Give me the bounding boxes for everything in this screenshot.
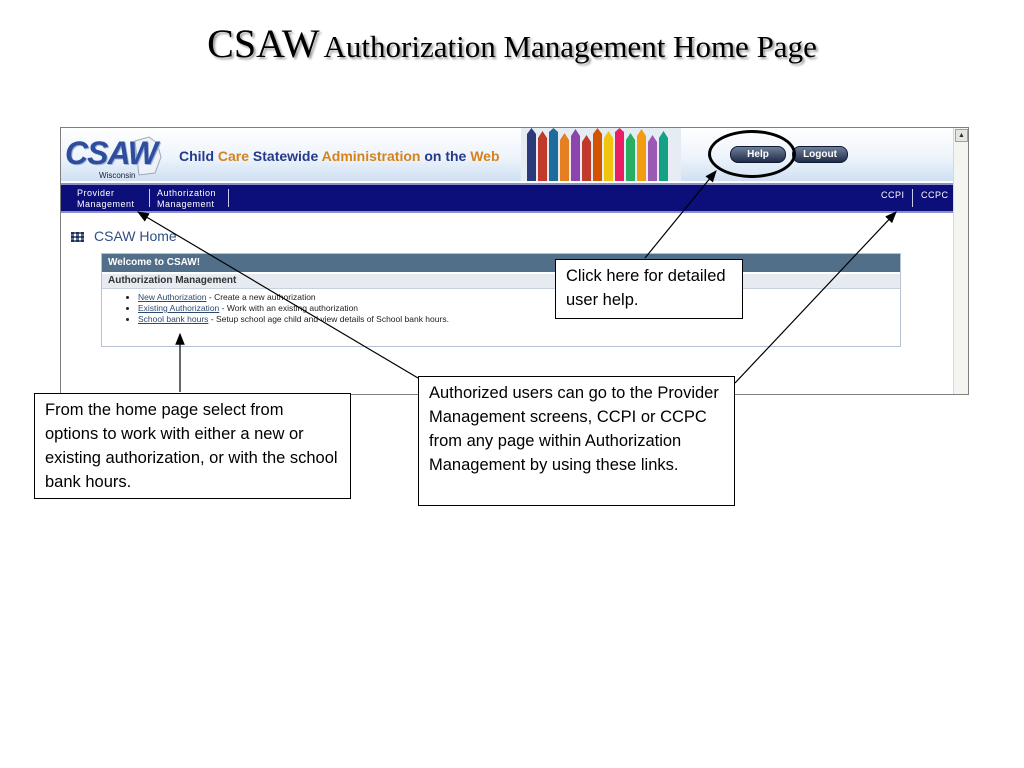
page-heading-text: CSAW Home	[94, 228, 177, 244]
tagline-word: Web	[470, 148, 500, 164]
tagline-word: Care	[217, 148, 253, 164]
nav-label-line: Management	[157, 199, 215, 209]
help-callout: Click here for detailed user help.	[555, 259, 743, 319]
new-authorization-link[interactable]: New Authorization	[138, 292, 207, 302]
crayons-image	[521, 128, 681, 181]
grid-icon	[71, 232, 84, 243]
link-description: - Create a new authorization	[206, 292, 316, 302]
nav-divider	[228, 189, 229, 207]
nav-label-line: Management	[77, 199, 135, 209]
top-nav-bar: Provider Management Authorization Manage…	[61, 183, 953, 213]
nav-ccpc[interactable]: CCPC	[921, 190, 949, 200]
nav-label-line: Provider	[77, 188, 115, 198]
nav-label-line: Authorization	[157, 188, 217, 198]
app-screenshot: CSAW Wisconsin Child Care Statewide Admi…	[60, 127, 969, 395]
list-item: Existing Authorization - Work with an ex…	[138, 303, 900, 314]
link-description: - Setup school age child and view detail…	[208, 314, 449, 324]
slide-title: CSAW Authorization Management Home Page	[0, 20, 1024, 67]
link-description: - Work with an existing authorization	[219, 303, 359, 313]
logo-subtitle: Wisconsin	[99, 171, 136, 180]
authorization-options-list: New Authorization - Create a new authori…	[102, 292, 900, 325]
nav-divider	[912, 189, 913, 207]
list-item: School bank hours - Setup school age chi…	[138, 314, 900, 325]
home-options-callout: From the home page select from options t…	[34, 393, 351, 499]
wisconsin-map-icon	[134, 136, 162, 176]
nav-authorization-management[interactable]: Authorization Management	[157, 188, 216, 210]
page-heading: CSAW Home	[71, 228, 177, 244]
logout-button[interactable]: Logout	[792, 146, 848, 163]
slide-title-main: CSAW	[207, 21, 320, 66]
nav-divider	[149, 189, 150, 207]
list-item: New Authorization - Create a new authori…	[138, 292, 900, 303]
school-bank-hours-link[interactable]: School bank hours	[138, 314, 209, 324]
tagline-word: Statewide	[252, 148, 322, 164]
tagline-word: on the	[424, 148, 471, 164]
help-highlight-ellipse	[708, 130, 796, 178]
csaw-logo: CSAW Wisconsin	[65, 133, 173, 180]
scroll-up-arrow-icon[interactable]: ▲	[955, 129, 968, 142]
welcome-title: Welcome to CSAW!	[102, 254, 900, 272]
welcome-panel: Welcome to CSAW! Authorization Managemen…	[101, 253, 901, 347]
vertical-scrollbar[interactable]: ▲	[953, 128, 968, 394]
navigation-links-callout: Authorized users can go to the Provider …	[418, 376, 735, 506]
nav-provider-management[interactable]: Provider Management	[77, 188, 135, 210]
section-title: Authorization Management	[102, 274, 900, 289]
existing-authorization-link[interactable]: Existing Authorization	[138, 303, 220, 313]
app-banner: CSAW Wisconsin Child Care Statewide Admi…	[61, 128, 953, 181]
nav-ccpi[interactable]: CCPI	[881, 190, 905, 200]
app-tagline: Child Care Statewide Administration on t…	[179, 148, 500, 164]
tagline-word: Child	[179, 148, 218, 164]
tagline-word: Administration	[321, 148, 425, 164]
logo-text: CSAW	[65, 135, 158, 171]
slide-title-sub: Authorization Management Home Page	[323, 29, 817, 64]
